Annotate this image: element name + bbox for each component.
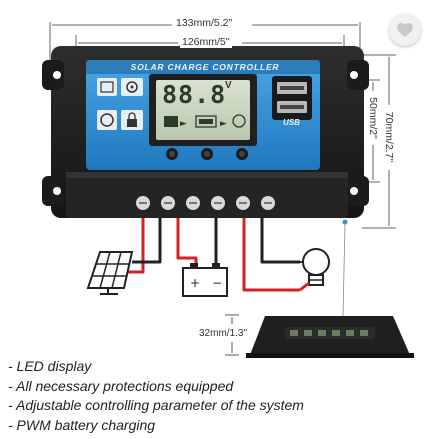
svg-text:+: + [190,276,200,290]
width-outer-dimension [49,22,361,62]
controller-side-view [246,316,414,358]
height-outer-label: 70mm/2.7" [383,109,395,165]
usb-label: USB [283,118,300,127]
feature-item: - All necessary protections equipped [8,377,234,394]
usb-ports [272,76,312,120]
leader-line [342,221,346,319]
heart-icon [397,22,413,37]
light-bulb-icon [299,248,330,292]
battery-icon: + − [182,263,228,297]
feature-item: - Adjustable controlling parameter of th… [8,397,304,413]
screw-terminals [136,196,275,210]
solar-panel-icon [86,251,134,295]
height-outer-dimension [362,54,396,229]
mode-icons [97,78,143,130]
feature-item: - LED display [8,358,92,374]
height-inner-label: 50mm/2" [367,91,379,145]
depth-dimension [225,314,239,356]
lcd-screen: ► ► [149,74,257,146]
depth-label: 32mm/1.3" [199,328,248,339]
feature-item: - PWM battery charging [8,416,156,433]
svg-text:−: − [212,276,222,290]
svg-text:►: ► [220,119,227,129]
width-inner-label: 126mm/5" [180,36,232,48]
svg-text:►: ► [180,119,187,129]
wires [128,215,300,292]
controller-title: SOLAR CHARGE CONTROLLER [130,62,280,72]
lcd-unit: V [225,80,232,91]
indicator-leds [166,148,248,160]
lcd-value: 88.8 [162,80,227,109]
width-outer-label: 133mm/5.2" [174,17,235,29]
favorite-button[interactable] [389,14,421,46]
feature-list: - LED display - All necessary protection… [8,357,304,435]
